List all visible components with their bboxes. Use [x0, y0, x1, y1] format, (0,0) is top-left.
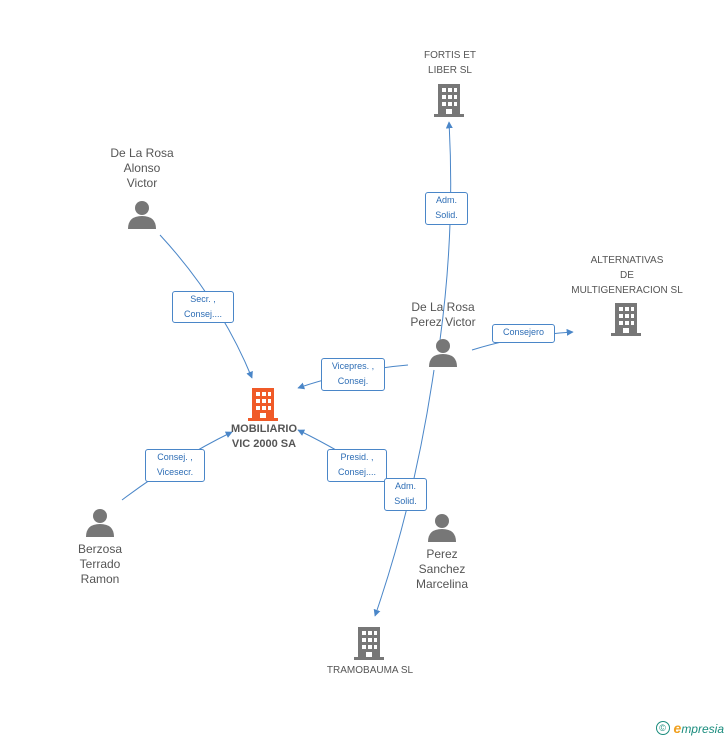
- edge-label-victor-alternativas[interactable]: Consejero: [492, 324, 555, 343]
- building-icon: [354, 627, 384, 660]
- building-icon: [434, 84, 464, 117]
- node-alternativas[interactable]: ALTERNATIVAS DE MULTIGENERACION SL: [562, 253, 692, 337]
- person-icon: [86, 509, 114, 537]
- person-icon: [428, 514, 456, 542]
- edge-label-berzosa-main[interactable]: Consej. , Vicesecr.: [145, 449, 205, 482]
- person-icon: [128, 201, 156, 229]
- node-alternativas-label: ALTERNATIVAS DE MULTIGENERACION SL: [571, 255, 683, 296]
- node-marcelina[interactable]: Perez Sanchez Marcelina: [392, 513, 492, 592]
- person-icon: [429, 339, 457, 367]
- node-tramobauma-label: TRAMOBAUMA SL: [326, 665, 414, 676]
- node-main-label: MOBILIARIO VIC 2000 SA: [231, 423, 297, 450]
- brand-logo: empresia: [673, 720, 724, 736]
- node-perez-victor[interactable]: De La Rosa Perez Victor: [393, 300, 493, 368]
- building-icon: [611, 303, 641, 336]
- footer-brand: ©empresia: [655, 720, 724, 736]
- node-tramobauma[interactable]: TRAMOBAUMA SL: [310, 625, 430, 678]
- node-fortis-label: FORTIS ET LIBER SL: [423, 50, 477, 76]
- node-berzosa[interactable]: Berzosa Terrado Ramon: [50, 508, 150, 587]
- node-perez-victor-label: De La Rosa Perez Victor: [410, 300, 476, 329]
- edge-label-victor-tramobauma[interactable]: Adm. Solid.: [384, 478, 427, 511]
- edge-label-victor-main[interactable]: Vicepres. , Consej.: [321, 358, 385, 391]
- node-berzosa-label: Berzosa Terrado Ramon: [77, 542, 123, 586]
- edge-label-victor-fortis[interactable]: Adm. Solid.: [425, 192, 468, 225]
- copyright-icon: ©: [655, 721, 670, 735]
- node-alonso-label: De La Rosa Alonso Victor: [110, 146, 174, 190]
- node-main[interactable]: MOBILIARIO VIC 2000 SA: [212, 386, 316, 452]
- edge-victor-fortis: [439, 121, 453, 341]
- node-fortis[interactable]: FORTIS ET LIBER SL: [400, 48, 500, 118]
- node-alonso[interactable]: De La Rosa Alonso Victor: [92, 146, 192, 230]
- edge-label-alonso-main[interactable]: Secr. , Consej....: [172, 291, 234, 323]
- building-icon: [248, 388, 278, 421]
- node-marcelina-label: Perez Sanchez Marcelina: [415, 547, 469, 591]
- edge-label-marcelina-main[interactable]: Presid. , Consej....: [327, 449, 387, 482]
